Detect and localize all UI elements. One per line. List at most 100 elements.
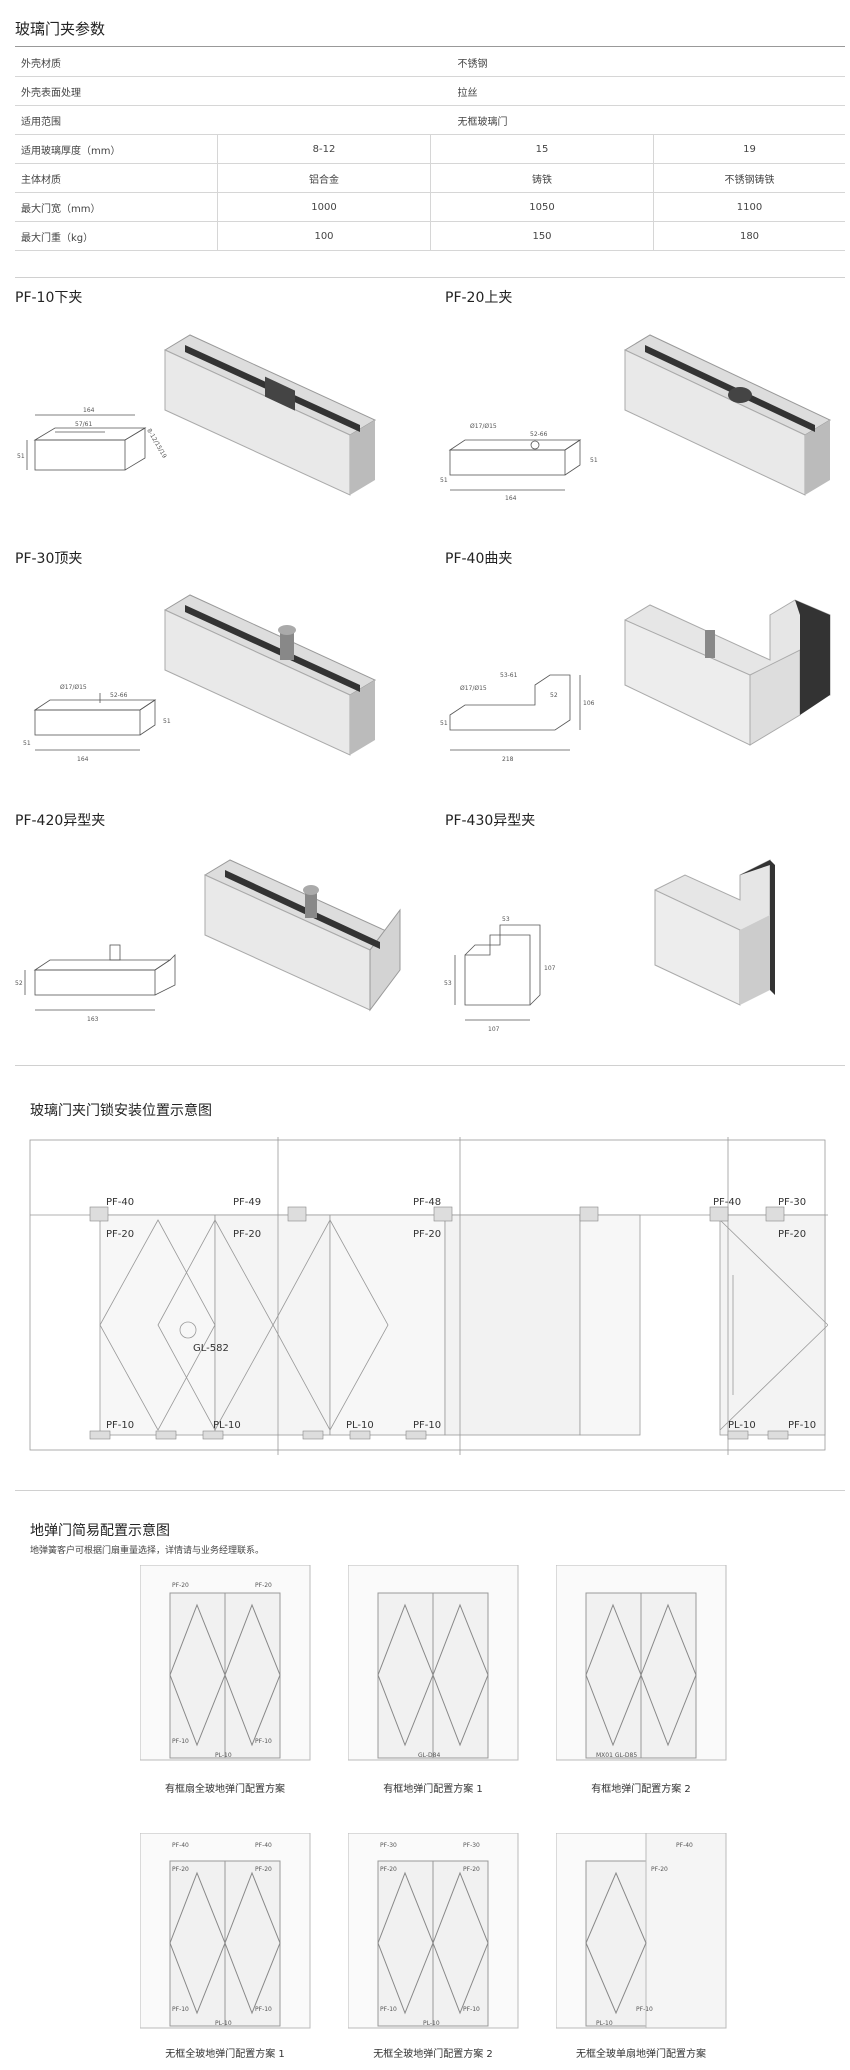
pf20-dim-depth: 52-66	[530, 431, 548, 438]
pf20-drawing	[448, 439, 582, 491]
spec-row: 外壳材质 不锈钢	[15, 48, 845, 77]
pf420-illustration: 52 163	[15, 859, 401, 1023]
pf30-dim-h1: 51	[163, 718, 171, 725]
pf20-illustration: Ø17/Ø15 52-66 51 164 51	[440, 334, 832, 502]
pf20-dim-h2: 51	[440, 477, 448, 484]
pf430-dim-right: 107	[544, 965, 556, 972]
pf430-photo	[654, 859, 775, 1006]
config-diagram-2: GL-D84	[348, 1565, 519, 1761]
cfg5-t2r: PF-20	[463, 1866, 480, 1873]
product-pf10-title: PF-10下夹	[15, 290, 83, 306]
pf30-dim-h2: 51	[23, 740, 31, 747]
cfg4-t2l: PF-20	[172, 1866, 189, 1873]
pf30-dim-width: 164	[77, 756, 89, 763]
spec-cell: 铸铁	[430, 163, 654, 193]
spec-cell: 19	[653, 134, 845, 164]
pf30-dim-bore: Ø17/Ø15	[60, 684, 87, 691]
spec-cell: 8-12	[217, 134, 431, 164]
spec-value: 无框玻璃门	[217, 105, 845, 135]
cfg4-br: PF-10	[255, 2006, 272, 2013]
pf20-dim-width: 164	[505, 495, 517, 502]
install-label-pl10-a: PL-10	[213, 1420, 241, 1431]
spec-cell: 1100	[653, 192, 845, 222]
spec-cell: 1000	[217, 192, 431, 222]
spec-label: 适用范围	[15, 105, 218, 135]
pf430-dim-bottom: 107	[488, 1026, 500, 1033]
spec-row: 外壳表面处理 拉丝	[15, 76, 845, 106]
cfg6-br: PF-10	[636, 2006, 653, 2013]
pf420-dim-h: 52	[15, 980, 23, 987]
cfg6-t2: PF-20	[651, 1866, 668, 1873]
spec-label: 最大门重（kg）	[15, 221, 218, 251]
product-pf40-title: PF-40曲夹	[445, 551, 513, 567]
pf430-illustration: 53 107 53 107	[444, 859, 775, 1033]
pf20-photo	[623, 334, 832, 496]
cfg5-bl: PF-10	[380, 2006, 397, 2013]
pf30-photo	[163, 594, 377, 756]
pf40-illustration: 53-61 Ø17/Ø15 52 106 51 218	[440, 599, 831, 763]
install-label-pf10-b: PF-10	[413, 1420, 441, 1431]
pf10-dim-glass: 8-12/15/19	[145, 428, 168, 460]
pf10-illustration: 164 57/61 51 8-12/15/19	[17, 334, 377, 496]
products-bottom-rule	[15, 1065, 845, 1066]
install-label-pl10-c: PL-10	[728, 1420, 756, 1431]
cfg4-t2r: PF-20	[255, 1866, 272, 1873]
install-label-pf48: PF-48	[413, 1197, 441, 1208]
install-label-pf10-c: PF-10	[788, 1420, 816, 1431]
pf430-dim-top: 53	[502, 916, 510, 923]
spec-table: 外壳材质 不锈钢 外壳表面处理 拉丝 适用范围 无框玻璃门 适用玻璃厚度（mm）…	[15, 48, 845, 251]
spec-value: 不锈钢	[217, 48, 845, 77]
spec-bottom-rule	[15, 277, 845, 278]
pf40-dim-width: 218	[502, 756, 514, 763]
spec-cell: 1050	[430, 192, 654, 222]
cfg1-tr: PF-20	[255, 1582, 272, 1589]
pf40-dim-bore: Ø17/Ø15	[460, 685, 487, 692]
pf10-dim-slot: 57/61	[75, 421, 92, 428]
pf430-drawing	[454, 924, 541, 1021]
config-section-title: 地弹门简易配置示意图	[30, 1523, 170, 1539]
pf10-dim-width: 164	[83, 407, 95, 414]
pf420-photo	[203, 859, 401, 1012]
spec-top-rule	[15, 46, 845, 47]
pf40-dim-top: 53-61	[500, 672, 518, 679]
install-label-pf10-a: PF-10	[106, 1420, 134, 1431]
pf30-dim-depth: 52-66	[110, 692, 128, 699]
cfg4-bl: PF-10	[172, 2006, 189, 2013]
product-pf30-title: PF-30顶夹	[15, 551, 83, 567]
cfg5-t2l: PF-20	[380, 1866, 397, 1873]
spec-cell: 15	[430, 134, 654, 164]
spec-label: 外壳表面处理	[15, 76, 218, 106]
config-note: 地弹簧客户可根据门扇重量选择，详情请与业务经理联系。	[30, 1546, 265, 1556]
spec-row: 主体材质 铝合金 铸铁 不锈钢铸铁	[15, 163, 845, 193]
spec-cell: 100	[217, 221, 431, 251]
cfg1-bl: PF-10	[172, 1738, 189, 1745]
config-caption-6: 无框全玻单扇地弹门配置方案	[576, 2049, 706, 2060]
pf30-illustration: Ø17/Ø15 52-66 51 164 51	[23, 594, 377, 763]
cfg6-bl: PL-10	[596, 2020, 613, 2027]
pf10-drawing	[26, 414, 147, 471]
spec-row: 适用玻璃厚度（mm） 8-12 15 19	[15, 134, 845, 164]
pf20-dim-bore: Ø17/Ø15	[470, 423, 497, 430]
spec-row: 适用范围 无框玻璃门	[15, 105, 845, 135]
pf10-dim-height: 51	[17, 453, 25, 460]
spec-section-title: 玻璃门夹参数	[15, 20, 106, 38]
spec-label: 最大门宽（mm）	[15, 192, 218, 222]
install-label-pf40-b: PF-40	[713, 1197, 741, 1208]
pf430-dim-left: 53	[444, 980, 452, 987]
install-label-pf40-a: PF-40	[106, 1197, 134, 1208]
config-caption-2: 有框地弹门配置方案 1	[383, 1784, 483, 1795]
config-diagram-3: MX01 GL-D85	[556, 1565, 727, 1761]
product-pf20-title: PF-20上夹	[445, 290, 513, 306]
cfg6-t1: PF-40	[676, 1842, 693, 1849]
config-caption-4: 无框全玻地弹门配置方案 1	[165, 2049, 285, 2060]
spec-label: 主体材质	[15, 163, 218, 193]
cfg5-t1r: PF-30	[463, 1842, 480, 1849]
spec-label: 适用玻璃厚度（mm）	[15, 134, 218, 164]
install-label-pf20-a: PF-20	[106, 1229, 134, 1240]
pf10-photo	[163, 334, 377, 496]
spec-cell: 180	[653, 221, 845, 251]
install-label-pf20-b: PF-20	[233, 1229, 261, 1240]
install-label-pl10-b: PL-10	[346, 1420, 374, 1431]
install-label-pf20-d: PF-20	[778, 1229, 806, 1240]
config-caption-1: 有框扇全玻地弹门配置方案	[165, 1784, 285, 1795]
